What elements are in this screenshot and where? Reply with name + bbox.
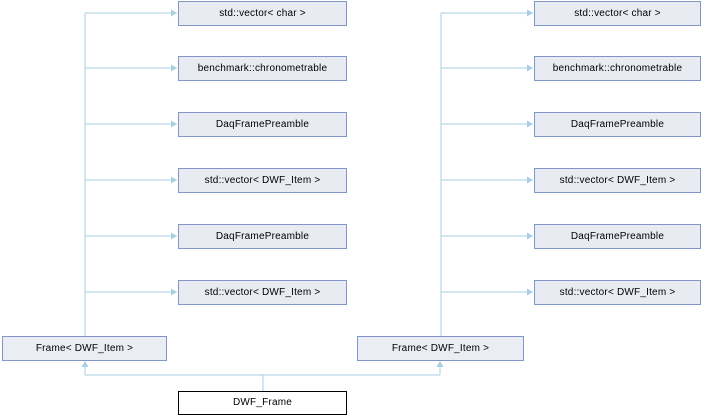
node-l-preamble-1[interactable]: DaqFramePreamble xyxy=(178,112,347,137)
node-label: std::vector< DWF_Item > xyxy=(559,174,676,186)
node-l-chronometrable[interactable]: benchmark::chronometrable xyxy=(178,56,347,81)
node-label: DaqFramePreamble xyxy=(570,118,665,130)
node-label: std::vector< char > xyxy=(219,7,306,19)
node-l-preamble-2[interactable]: DaqFramePreamble xyxy=(178,224,347,249)
node-l-frame[interactable]: Frame< DWF_Item > xyxy=(2,336,167,361)
node-r-vector-char[interactable]: std::vector< char > xyxy=(534,1,701,26)
node-label: benchmark::chronometrable xyxy=(197,62,328,74)
node-label: std::vector< char > xyxy=(574,7,661,19)
node-label: Frame< DWF_Item > xyxy=(35,342,134,354)
node-label: DaqFramePreamble xyxy=(215,230,310,242)
node-label: std::vector< DWF_Item > xyxy=(204,286,321,298)
node-r-preamble-1[interactable]: DaqFramePreamble xyxy=(534,112,701,137)
node-l-vector-dwf-1[interactable]: std::vector< DWF_Item > xyxy=(178,168,347,193)
node-r-vector-dwf-1[interactable]: std::vector< DWF_Item > xyxy=(534,168,701,193)
node-label: std::vector< DWF_Item > xyxy=(559,286,676,298)
node-dwf-frame: DWF_Frame xyxy=(178,391,347,415)
node-r-preamble-2[interactable]: DaqFramePreamble xyxy=(534,224,701,249)
node-label: Frame< DWF_Item > xyxy=(391,342,490,354)
node-r-chronometrable[interactable]: benchmark::chronometrable xyxy=(534,56,701,81)
node-r-frame[interactable]: Frame< DWF_Item > xyxy=(357,336,524,361)
node-label: DaqFramePreamble xyxy=(570,230,665,242)
node-label: DWF_Frame xyxy=(232,397,293,408)
node-label: std::vector< DWF_Item > xyxy=(204,174,321,186)
node-label: DaqFramePreamble xyxy=(215,118,310,130)
node-l-vector-char[interactable]: std::vector< char > xyxy=(178,1,347,26)
node-l-vector-dwf-2[interactable]: std::vector< DWF_Item > xyxy=(178,280,347,305)
node-label: benchmark::chronometrable xyxy=(552,62,683,74)
node-r-vector-dwf-2[interactable]: std::vector< DWF_Item > xyxy=(534,280,701,305)
